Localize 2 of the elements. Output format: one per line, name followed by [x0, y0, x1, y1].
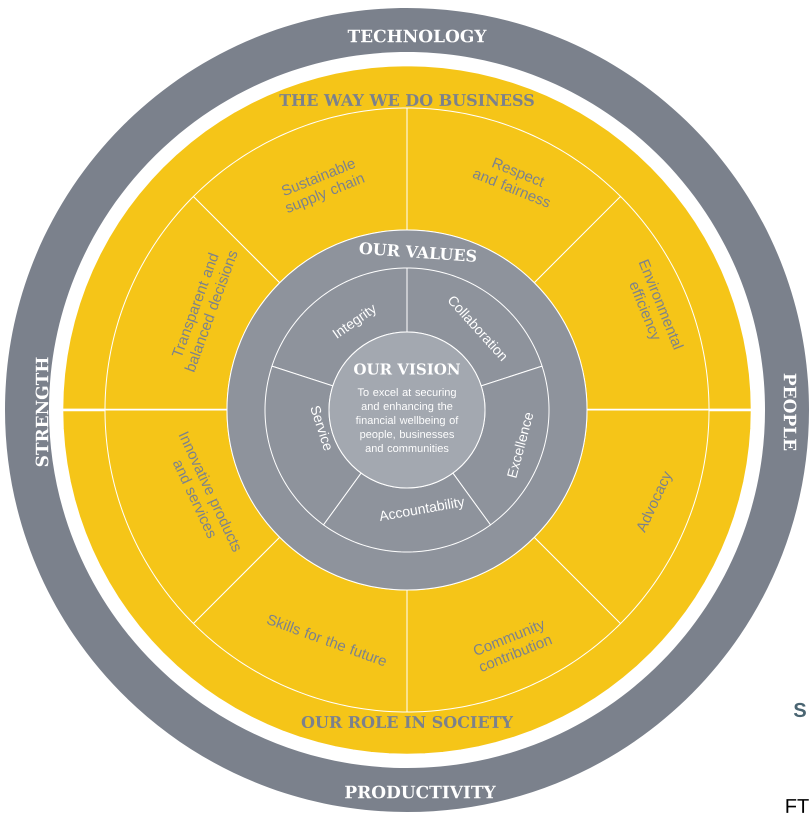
cropped-text: FT: [786, 799, 809, 813]
cropped-text: S: [794, 702, 806, 718]
